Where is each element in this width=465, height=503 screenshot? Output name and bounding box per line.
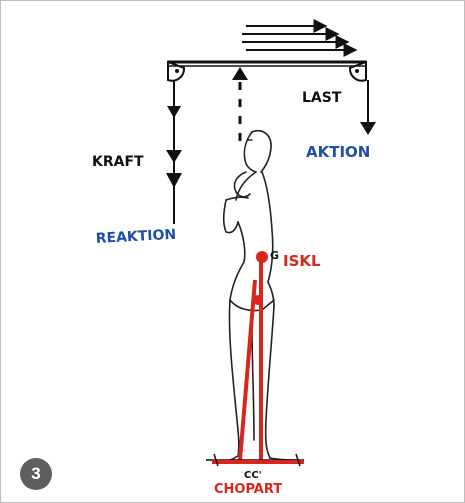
motion-arrows [242, 26, 356, 50]
last-rope [360, 80, 376, 135]
label-g: G [270, 249, 279, 262]
label-chopart: CHOPART [214, 482, 282, 497]
figure-number-badge: 3 [20, 458, 52, 490]
hip-joint-dot [253, 295, 263, 305]
pivot-triangle-icon [232, 67, 248, 80]
label-iskl: ISKL [283, 252, 321, 270]
label-kraft: KRAFT [92, 154, 144, 170]
center-of-gravity-dot [256, 251, 268, 263]
pulley-icon [350, 62, 366, 81]
lever-beam [168, 62, 366, 66]
arrow-down-icon [360, 122, 376, 135]
pulley-icon [168, 62, 184, 81]
label-aktion: AKTION [306, 143, 370, 161]
label-last: LAST [302, 90, 342, 106]
ground-line [206, 454, 304, 466]
arrow-down-icon [166, 173, 182, 188]
kraft-rope [166, 80, 182, 224]
arrow-down-icon [167, 106, 181, 118]
label-cc: CC' [244, 470, 262, 481]
arrow-down-icon [166, 150, 182, 163]
label-reaktion: REAKTION [95, 227, 176, 247]
